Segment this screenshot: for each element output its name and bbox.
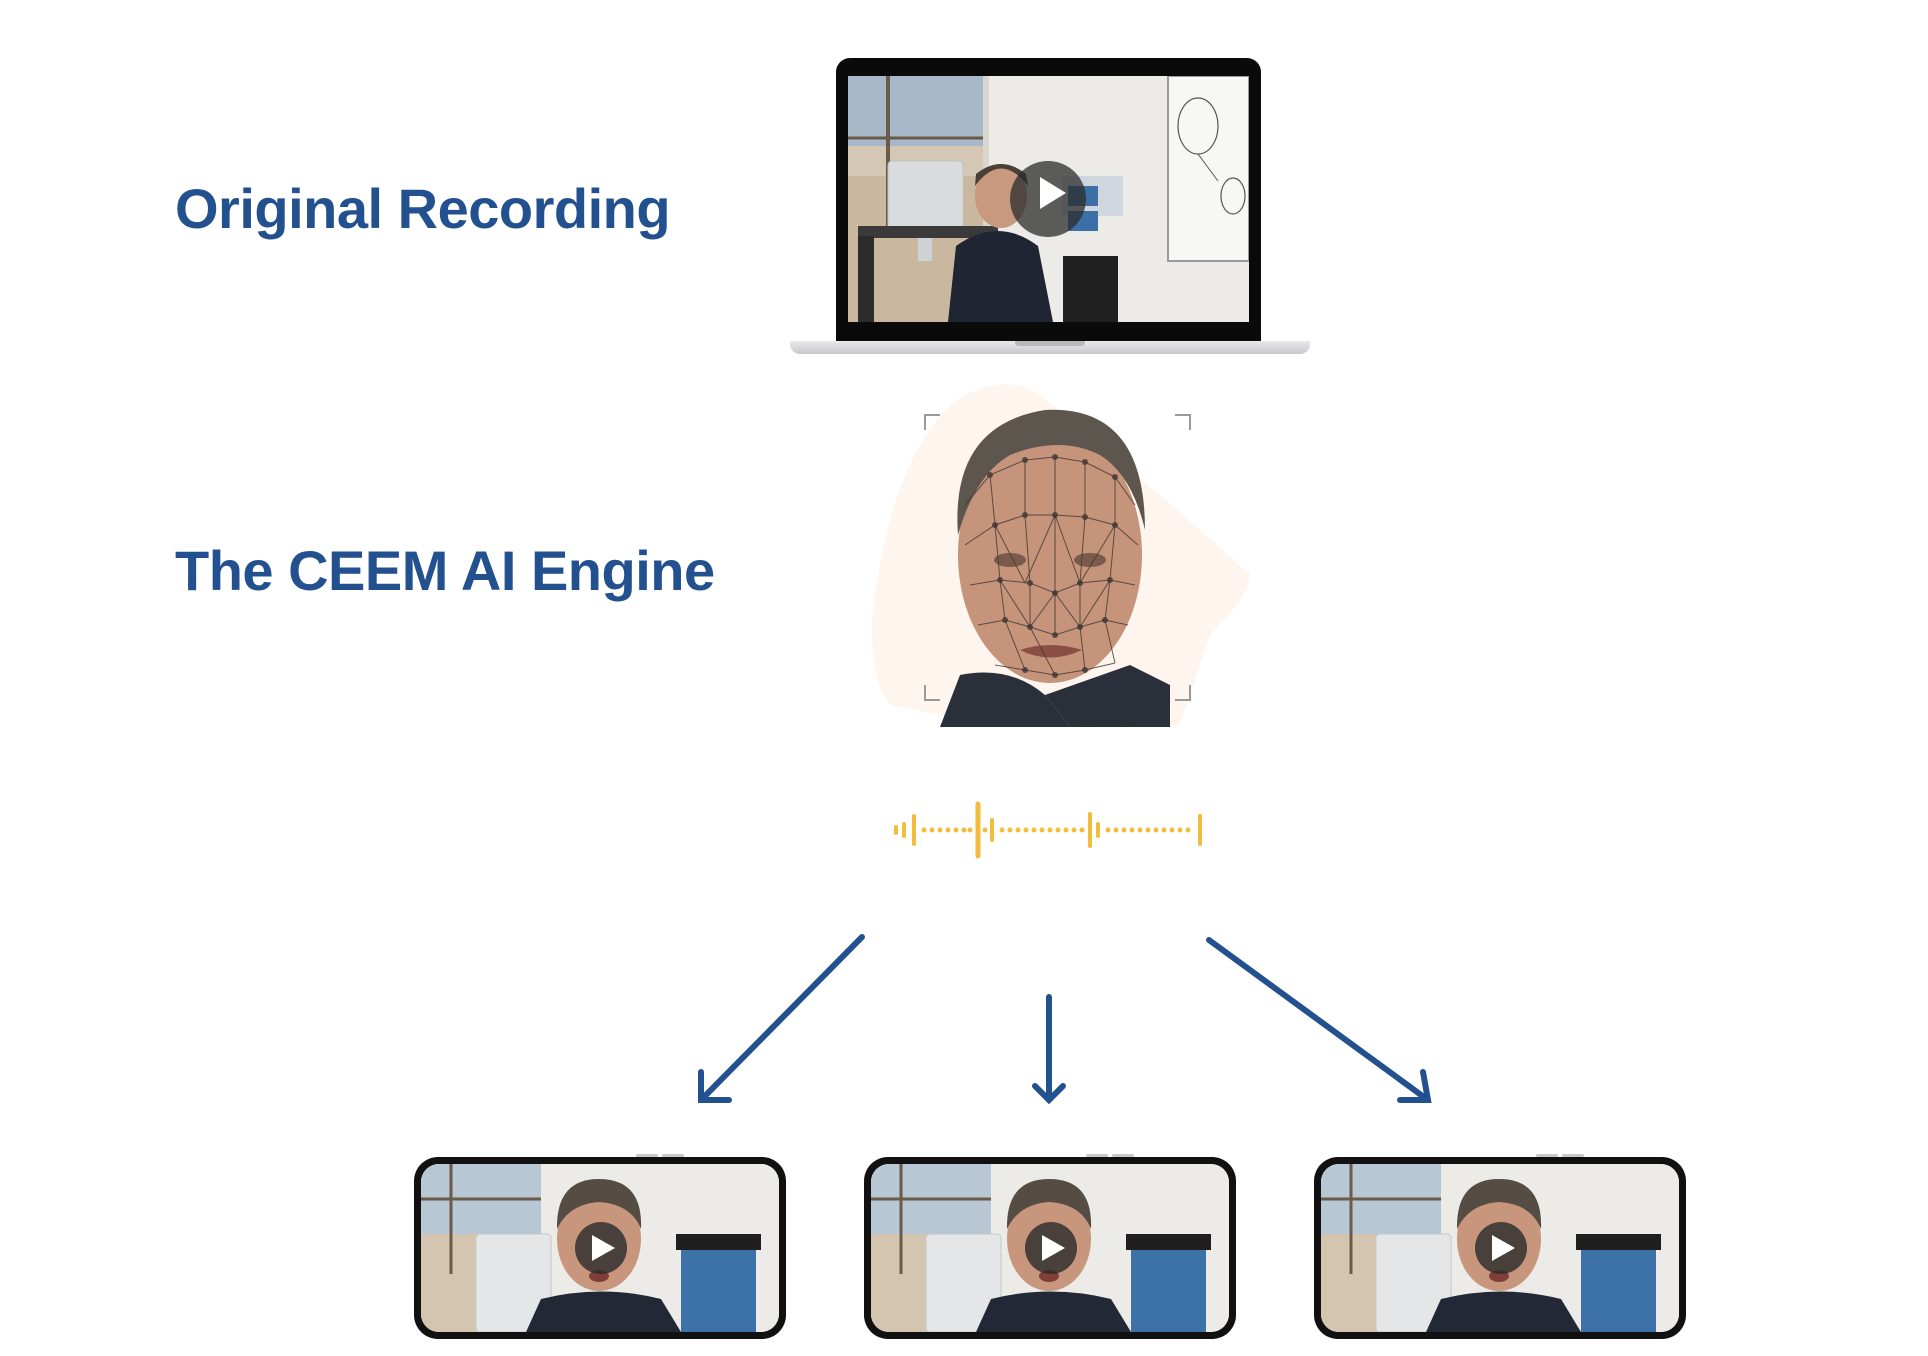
phone-output-3: [1314, 1154, 1686, 1339]
laptop-base: [790, 341, 1310, 354]
original-recording-heading: Original Recording: [175, 177, 671, 240]
phone-output-2: [864, 1154, 1236, 1339]
play-icon: [1042, 1235, 1065, 1261]
ai-face-scan: [870, 365, 1265, 735]
laptop-notch: [1015, 341, 1085, 346]
arrow-down-icon: [1032, 994, 1066, 1105]
laptop-original-recording: [790, 58, 1310, 358]
play-icon: [1492, 1235, 1515, 1261]
phone-video-thumbnail[interactable]: [871, 1164, 1229, 1332]
phone-video-thumbnail[interactable]: [1321, 1164, 1679, 1332]
engine-heading: The CEEM AI Engine: [175, 539, 715, 602]
arrow-down-left-icon: [698, 934, 865, 1103]
phone-output-1: [414, 1154, 786, 1339]
audio-waveform-icon: [894, 801, 1202, 859]
arrow-down-right-icon: [1206, 937, 1432, 1103]
play-icon[interactable]: [1022, 165, 1078, 221]
phone-video-thumbnail[interactable]: [421, 1164, 779, 1332]
play-icon: [592, 1235, 615, 1261]
